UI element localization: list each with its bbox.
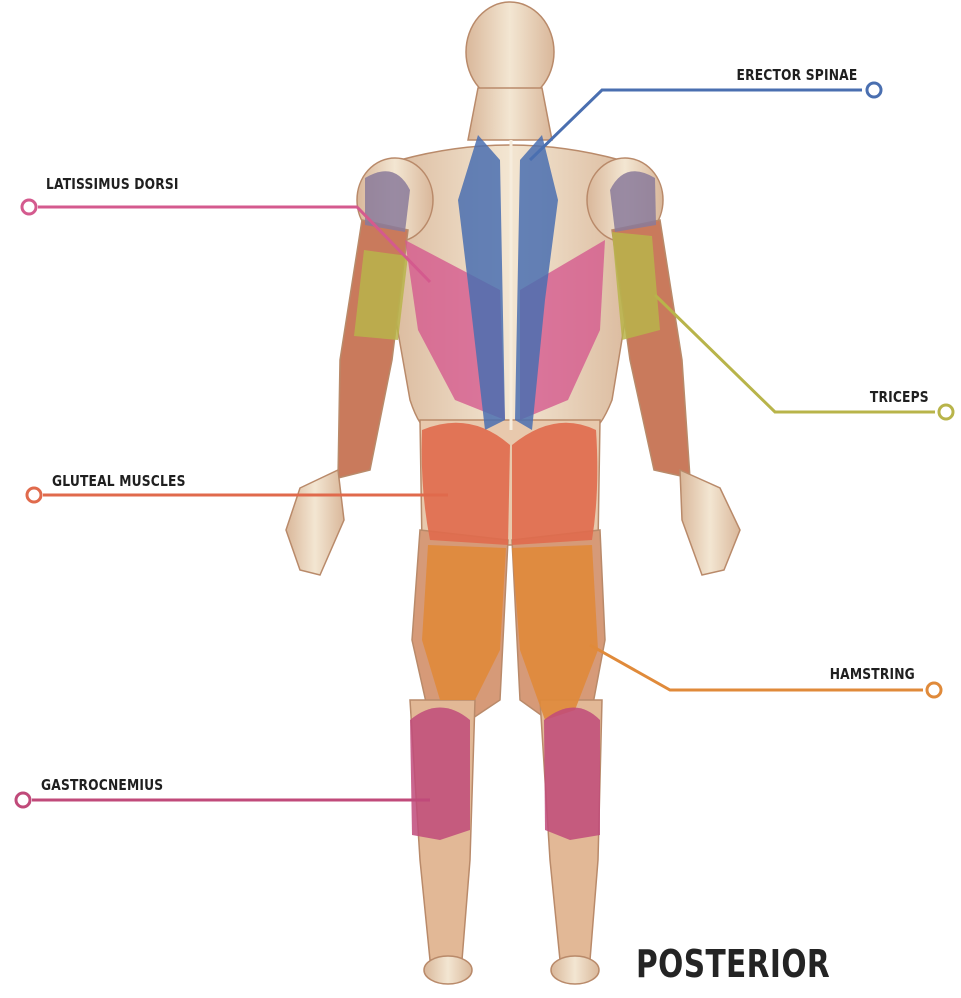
triceps-label: TRICEPS xyxy=(870,388,929,406)
gluteal-muscle xyxy=(422,423,510,545)
view-title: POSTERIOR xyxy=(636,942,830,986)
gastrocnemius-muscle xyxy=(410,708,470,841)
erector-spinae-marker xyxy=(867,83,881,97)
triceps-marker xyxy=(939,405,953,419)
hamstring-marker xyxy=(927,683,941,697)
deltoid-right xyxy=(610,171,656,232)
gluteal-muscle-right xyxy=(512,423,597,545)
latissimus-dorsi-marker xyxy=(22,200,36,214)
erector-spinae-leader xyxy=(530,90,862,160)
erector-spinae-label: ERECTOR SPINAE xyxy=(736,66,857,84)
latissimus-dorsi-label: LATISSIMUS DORSI xyxy=(46,175,179,193)
gastrocnemius-marker xyxy=(16,793,30,807)
gastrocnemius-label: GASTROCNEMIUS xyxy=(41,776,163,794)
gluteal-muscles-marker xyxy=(27,488,41,502)
hamstring-label: HAMSTRING xyxy=(830,665,915,683)
gluteal-muscles-label: GLUTEAL MUSCLES xyxy=(52,472,186,490)
gastrocnemius-muscle-right xyxy=(544,708,600,841)
